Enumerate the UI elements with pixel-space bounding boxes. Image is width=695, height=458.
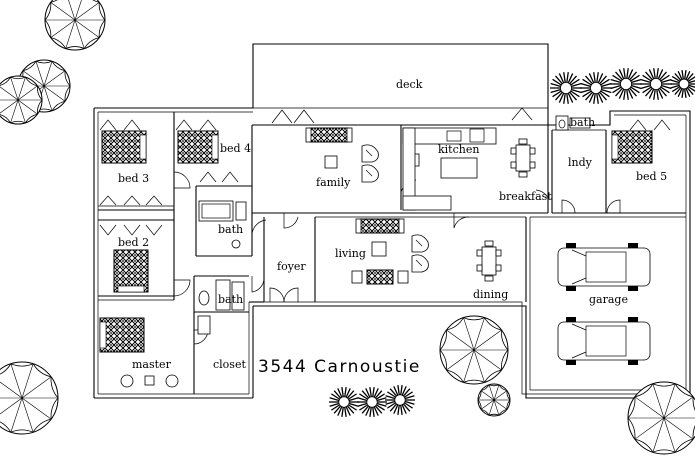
sofa-icon (351, 269, 409, 285)
room-label-dining: dining (473, 288, 508, 301)
room-label-bath-upper: bath (218, 223, 243, 236)
tree-icon (0, 75, 43, 125)
sofa-icon (355, 218, 405, 234)
shrub-icon (640, 68, 672, 100)
shrub-icon (385, 385, 415, 415)
coffee-table (324, 155, 338, 169)
coffee-table (371, 241, 387, 257)
tree-icon (44, 0, 106, 51)
room-label-bed5: bed 5 (636, 170, 667, 183)
kitchen-counters (402, 127, 497, 211)
room-label-living: living (335, 247, 366, 260)
bed-icon (101, 130, 147, 164)
room-label-family: family (316, 176, 351, 189)
room-label-kitchen: kitchen (438, 143, 479, 156)
toilet-icon (555, 115, 591, 131)
armchair-icon (361, 144, 379, 183)
room-label-bath-lower: bath (218, 293, 243, 306)
plan-title: 3544 Carnoustie (258, 357, 421, 377)
tree-icon (439, 315, 509, 385)
shrub-icon (329, 387, 359, 417)
room-label-foyer: foyer (277, 260, 306, 273)
shrub-icon (670, 70, 695, 98)
sofa-icon (305, 127, 353, 143)
shrub-icon (550, 72, 582, 104)
room-label-garage: garage (589, 293, 628, 306)
tree-icon (0, 361, 59, 435)
car-icon (557, 317, 651, 365)
door-swings (173, 171, 621, 345)
room-label-deck: deck (396, 78, 423, 91)
interior-walls (98, 112, 686, 394)
bed-icon (113, 249, 149, 293)
room-label-bed4: bed 4 (220, 142, 251, 155)
room-label-breakfast: breakfast (499, 190, 552, 203)
room-label-bed3: bed 3 (118, 172, 149, 185)
shrub-icon (610, 68, 642, 100)
armchair-icon (411, 234, 429, 273)
car-icon (557, 243, 651, 291)
room-label-master: master (132, 358, 172, 371)
shrub-icon (357, 387, 387, 417)
dining-table-icon (510, 138, 536, 178)
room-label-bed2: bed 2 (118, 236, 149, 249)
exterior-walls (93, 107, 691, 399)
bed-icon (99, 317, 145, 353)
armchair-icon (120, 374, 179, 388)
tree-icon (627, 381, 695, 455)
bathtub-icon (197, 279, 245, 335)
room-label-lndy: lndy (568, 156, 593, 169)
window-markers (99, 119, 671, 236)
bed-icon (177, 130, 219, 164)
room-label-bath-right: bath (570, 116, 595, 129)
shrub-icon (580, 72, 612, 104)
bathtub-icon (198, 200, 247, 249)
bed-icon (611, 130, 653, 164)
deck-area: deck (252, 43, 549, 124)
dining-table-icon (476, 240, 502, 282)
tree-icon (477, 383, 511, 417)
room-label-closet: closet (213, 358, 246, 371)
